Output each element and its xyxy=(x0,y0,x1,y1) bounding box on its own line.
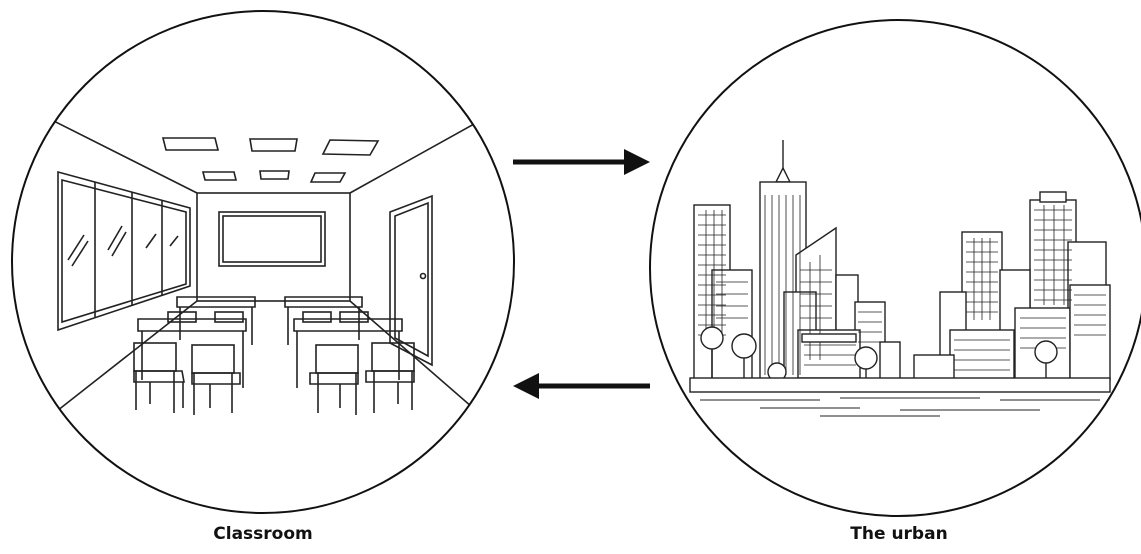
back-wall xyxy=(197,193,350,301)
arrow-left-icon xyxy=(513,373,650,399)
windows xyxy=(58,172,190,330)
classroom-caption: Classroom xyxy=(113,524,413,544)
door xyxy=(390,196,432,365)
desks xyxy=(138,297,402,388)
classroom-illustration xyxy=(20,104,510,440)
urban-caption: The urban xyxy=(749,524,1049,544)
ceiling-lights xyxy=(163,138,378,182)
chairs xyxy=(134,312,414,415)
whiteboard xyxy=(219,212,325,266)
city-skyline-illustration xyxy=(690,140,1110,416)
arrow-right-icon xyxy=(513,149,650,175)
